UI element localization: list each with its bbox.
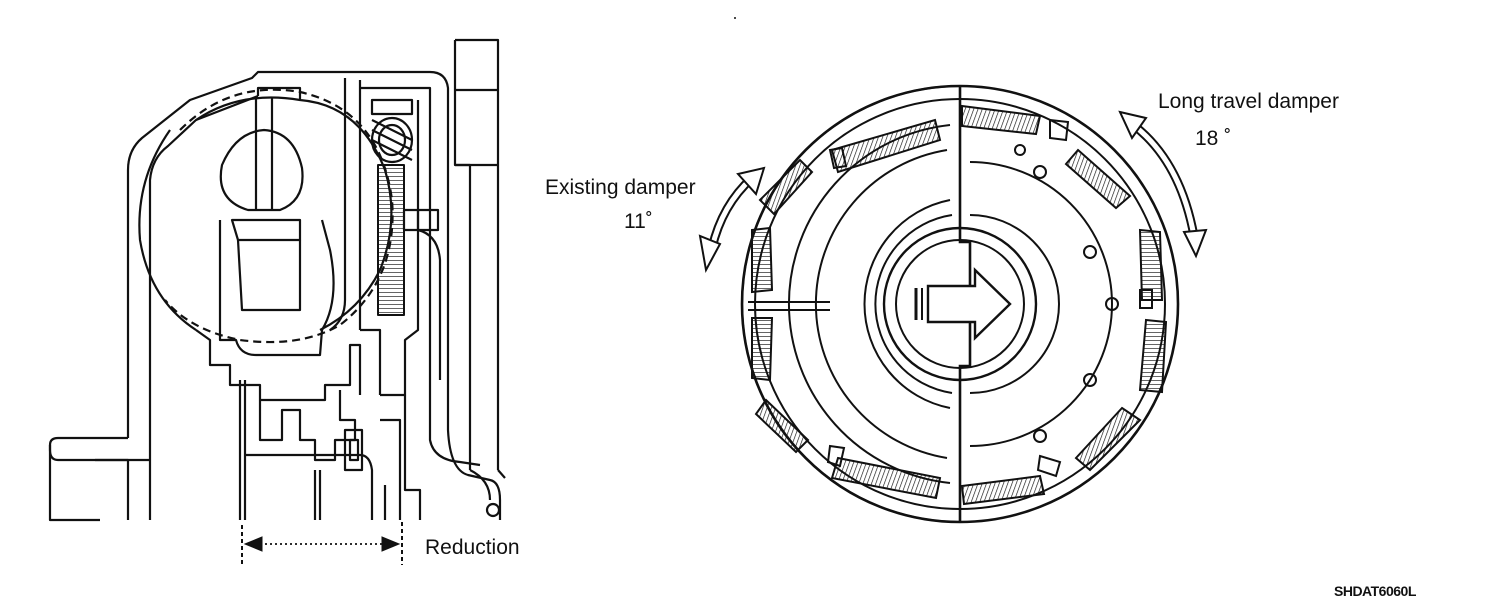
converter-cross-section [48,38,506,522]
damper-front-view [740,84,1180,524]
reduction-dimension [241,522,403,565]
figure-code: SHDAT6060L [1334,583,1416,599]
existing-damper-label: Existing damper [545,176,696,199]
existing-damper-angle: 11˚ [624,210,653,233]
long-travel-damper-angle: 18 ˚ [1195,127,1232,150]
long-travel-damper-label: Long travel damper [1158,90,1339,113]
existing-damper-arrow [698,166,766,274]
reduction-label: Reduction [425,536,520,559]
long-travel-damper-arrow [1118,110,1208,259]
